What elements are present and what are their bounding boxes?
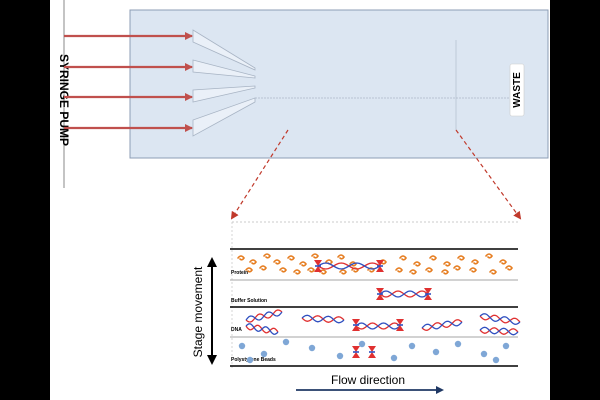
hourglass-marker-icon [352,319,360,325]
protein-particle [409,269,417,275]
hourglass-marker-icon [314,266,322,272]
inlet-funnel-1 [192,29,256,71]
hourglass-marker-icon [396,319,404,325]
protein-particle [425,267,433,273]
lane-label-protein: Protein [231,270,248,276]
protein-particle [395,267,403,273]
protein-particle [307,267,315,273]
dna-strand-blue [379,290,429,298]
protein-particle [485,253,493,259]
hourglass-marker-icon [376,266,384,272]
hourglass-marker-icon [424,294,432,300]
stage-movement-label: Stage movement [191,266,205,357]
dna-strand-blue [245,311,283,321]
hourglass-marker-icon [424,288,432,294]
polystyrene-bead [238,342,246,350]
protein-particle [413,261,421,267]
polystyrene-bead [308,344,316,352]
waste-box [509,63,525,117]
dna-strand-blue [479,313,521,325]
protein-particle [287,255,295,261]
lane-label-buffer: Buffer Solution [231,298,267,304]
protein-particle [259,265,267,271]
polystyrene-bead [358,340,366,348]
protein-particle [279,267,287,273]
dna-strand-blue [479,326,519,336]
polystyrene-bead [260,350,268,358]
protein-particle [299,261,307,267]
protein-particle [245,267,253,273]
hourglass-marker-icon [396,325,404,331]
hourglass-marker-icon [376,294,384,300]
protein-particle [349,261,357,267]
polystyrene-bead [492,356,500,364]
lane-label-dna: DNA [231,327,242,333]
protein-particle [273,259,281,265]
protein-particles [237,253,513,275]
protein-particle [505,265,513,271]
protein-particle [263,253,271,259]
polystyrene-bead [246,356,254,364]
lane-label-beads: Polystyrene Beads [231,357,276,363]
polystyrene-beads [238,338,510,364]
hourglass-marker-icon [368,352,376,358]
syringe-pump-label: SYRINGE PUMP [57,54,71,146]
dna-strands [245,262,521,336]
polystyrene-bead [282,338,290,346]
hourglass-marker-icon [352,325,360,331]
protein-particle [399,255,407,261]
inlet-arrows [64,32,193,132]
inlet-funnels [192,29,256,137]
hourglass-marker-icon [376,288,384,294]
protein-particle [237,255,245,261]
protein-particle [457,255,465,261]
hourglass-marker-icon [314,260,322,266]
channel-lanes [230,248,518,367]
polystyrene-bead [390,354,398,362]
polystyrene-bead [454,340,462,348]
protein-particle [319,269,327,275]
protein-particle [443,261,451,267]
protein-particle [311,253,319,259]
polystyrene-bead [480,350,488,358]
protein-particle [293,269,301,275]
waste-label: WASTE [512,72,523,108]
inlet-funnel-4 [192,97,256,137]
inlet-funnel-2 [192,59,256,79]
protein-particle [441,269,449,275]
hourglass-marker-icon [352,352,360,358]
dna-strand-blue [245,323,279,335]
hourglass-markers [314,260,432,358]
inlet-funnel-3 [192,85,256,103]
zoom-line-left [230,129,289,220]
flow-direction-label: Flow direction [331,373,405,387]
protein-particle [429,255,437,261]
protein-particle [453,265,461,271]
hourglass-marker-icon [376,260,384,266]
protein-particle [489,269,497,275]
protein-particle [469,267,477,273]
protein-particle [471,259,479,265]
protein-particle [339,269,347,275]
polystyrene-bead [408,342,416,350]
dna-strand-blue [301,314,345,324]
dna-strand-blue [421,320,463,330]
polystyrene-bead [432,348,440,356]
polystyrene-bead [502,342,510,350]
hourglass-marker-icon [352,346,360,352]
hourglass-marker-icon [368,346,376,352]
dna-strand-blue [317,262,381,270]
protein-particle [337,254,345,260]
polystyrene-bead [336,352,344,360]
dna-strand-blue [355,322,401,330]
protein-particle [249,259,257,265]
diagram-canvas: SYRINGE PUMP WASTE Protein Buffer Soluti… [50,0,550,400]
microfluidic-diagram: SYRINGE PUMP WASTE Protein Buffer Soluti… [57,0,549,394]
protein-particle [499,259,507,265]
